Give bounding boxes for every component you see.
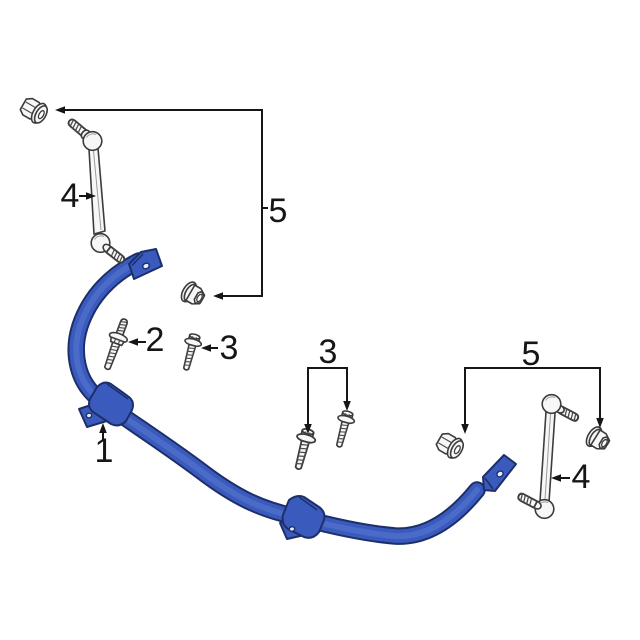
clamp-seam [106,383,129,400]
arrowhead-down [343,401,351,411]
clamp-seam [298,496,318,511]
clamp-body [88,381,134,427]
stabilizer-link-left [66,116,127,266]
arrowhead-left [201,344,211,352]
leader-bracket [464,367,601,427]
link-bottom-stud [515,491,539,509]
arrowhead-down [461,424,469,434]
arrowhead-right [86,192,96,200]
arrowhead-left [213,292,223,300]
arrowhead-left [55,106,65,114]
ball-shine [545,396,556,401]
link-top-ball [541,393,562,415]
ball-shine [94,235,105,240]
bar-end-bracket-left [128,248,163,280]
bushing-clamp-left [78,381,134,428]
clamp-hole [288,525,296,533]
hex-facet [113,338,117,344]
plate-edge [484,477,494,490]
callout-4-label: 4 [572,458,591,496]
arrowhead-up [99,423,107,433]
ball-shine [86,133,97,138]
thread-line [105,362,113,365]
callout-5-label: 5 [522,335,541,373]
callout-2-label: 2 [146,321,165,359]
bar-tube-fill [69,254,484,543]
callout-1: 1 [95,423,114,470]
bracket-hole [496,470,504,478]
link-top-ball [82,130,103,152]
flange-nut-top-left [17,94,52,128]
leader-bracket [63,109,263,297]
arrowhead-left [128,338,138,346]
bar-end-bracket-right [482,454,517,492]
flange-bolt-single [176,331,205,373]
thread-line [109,348,118,352]
thread-line [107,355,116,358]
flange-nut-bottom-middle [433,429,468,463]
thread-line [106,358,115,361]
callout-5-left: 5 [55,106,287,300]
callout-4-right: 4 [551,458,590,496]
callout-2: 2 [128,321,164,359]
flange-bolt-pair-right [329,408,358,450]
callout-3-label: 3 [220,329,239,367]
callout-4-label: 4 [61,177,80,215]
leader-bracket [307,367,348,427]
callout-1-label: 1 [95,432,114,470]
bar-tube-outline [67,252,486,545]
arrowhead-down [596,418,604,428]
callout-4-left: 4 [61,177,96,215]
clamp-hole [85,412,93,419]
bar-tube-highlight [73,258,480,540]
arrowhead-down [304,424,312,434]
callout-5-right: 5 [461,335,604,434]
bracket-hole [142,262,150,270]
stud-bolt-2 [103,317,130,371]
shaft-shade [544,413,551,501]
callout-5-label: 5 [269,192,288,230]
thread-line [108,352,117,355]
bushing-clamp-middle [279,495,326,540]
plate-edge [131,253,144,267]
link-bottom-stud [105,245,127,266]
shaft-shade [93,150,102,231]
flange-nut-middle-left [177,278,209,310]
callout-3-single: 3 [201,329,238,367]
flange-bolt-pair-left [287,426,319,473]
callout-3-bracket: 3 [304,333,351,434]
stabilizer-bar [67,248,517,545]
stabilizer-link-right [515,393,581,520]
thread-line [110,345,120,348]
callout-3-label: 3 [319,333,338,371]
flange-nut-bottom-right [582,423,614,455]
arrowhead-left [551,474,561,482]
hex-facet [117,339,121,345]
